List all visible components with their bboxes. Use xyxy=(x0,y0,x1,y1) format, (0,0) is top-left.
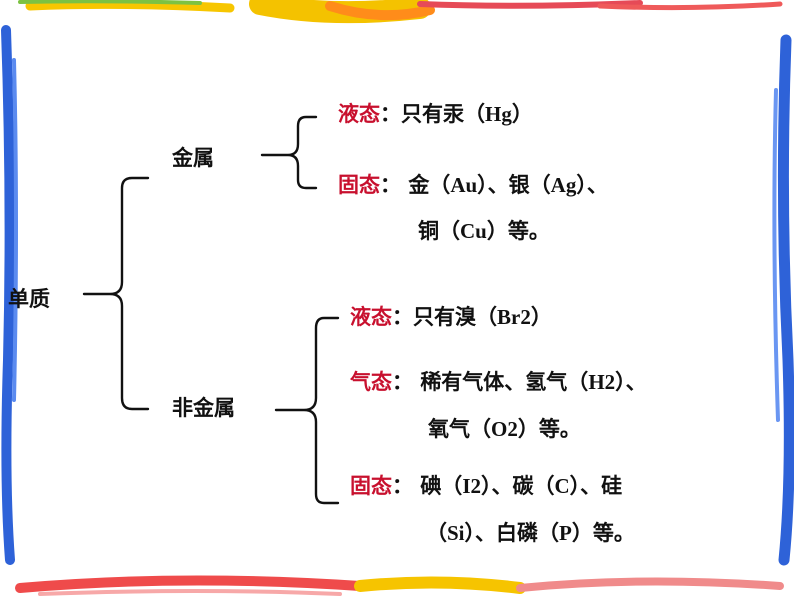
state-label-liquid: 液态 xyxy=(350,305,392,329)
chemical-formula: Br2 xyxy=(497,305,531,329)
separator: ： xyxy=(380,102,401,126)
item-text: ）等。 xyxy=(517,417,581,441)
metal-solid-line2: 铜（Cu）等。 xyxy=(418,218,550,244)
item-text: ） xyxy=(530,305,552,329)
metal-solid-row: 固态： 金（Au）、银（Ag）、 xyxy=(338,172,608,198)
item-text: （ xyxy=(426,521,447,545)
nonmetal-gas-line2: 氧气（O2）等。 xyxy=(428,416,581,442)
separator: ： xyxy=(380,173,401,197)
chemical-formula: Ag xyxy=(550,173,577,197)
item-text: 只有溴（ xyxy=(413,305,497,329)
state-label-liquid: 液态 xyxy=(338,102,380,126)
root-brace xyxy=(82,176,150,411)
chemical-formula: Au xyxy=(450,173,478,197)
item-text: ）等。 xyxy=(486,219,550,243)
chemical-formula: C xyxy=(554,474,570,498)
nonmetal-gas-line1: 稀有气体、氢气（H2）、 xyxy=(413,370,647,394)
item-text: ）、 xyxy=(576,173,608,197)
chemical-formula: I2 xyxy=(462,474,481,498)
item-text: ）、硅 xyxy=(569,474,623,498)
item-text: ）、碳（ xyxy=(481,474,555,498)
state-label-solid: 固态 xyxy=(338,173,380,197)
metal-brace xyxy=(260,115,318,190)
state-label-gas: 气态 xyxy=(350,370,392,394)
chemical-formula: Si xyxy=(447,521,465,545)
nonmetal-liquid-row: 液态：只有溴（Br2） xyxy=(350,304,552,330)
nonmetal-solid-line1: 碘（I2）、碳（C）、硅 xyxy=(413,474,622,498)
chemical-formula: H2 xyxy=(588,370,616,394)
separator: ： xyxy=(392,370,413,394)
metal-solid-line1: 金（Au）、银（Ag）、 xyxy=(401,173,608,197)
chemical-formula: P xyxy=(559,521,572,545)
item-text: 稀有气体、氢气（ xyxy=(420,370,589,394)
nonmetal-label: 非金属 xyxy=(172,396,235,420)
item-text: ）等。 xyxy=(571,521,635,545)
separator: ： xyxy=(392,305,413,329)
item-text: ）、银（ xyxy=(477,173,551,197)
item-text: 只有汞（ xyxy=(401,102,485,126)
item-text: 氧气（ xyxy=(428,417,491,441)
item-text: 金（ xyxy=(408,173,451,197)
root-label: 单质 xyxy=(8,287,50,311)
metal-liquid-row: 液态：只有汞（Hg） xyxy=(338,101,533,127)
item-text: 铜（ xyxy=(418,219,460,243)
nonmetal-solid-row: 固态： 碘（I2）、碳（C）、硅 xyxy=(350,473,622,499)
separator: ： xyxy=(392,474,413,498)
state-label-solid: 固态 xyxy=(350,474,392,498)
nonmetal-gas-row: 气态： 稀有气体、氢气（H2）、 xyxy=(350,369,647,395)
metal-label: 金属 xyxy=(172,146,214,170)
item-text: ）、白磷（ xyxy=(464,521,560,545)
nonmetal-brace xyxy=(274,316,340,505)
item-text: ）、 xyxy=(615,370,647,394)
chemical-formula: O2 xyxy=(491,417,518,441)
item-text: ） xyxy=(511,102,533,126)
chemical-formula: Hg xyxy=(485,102,512,126)
nonmetal-solid-line2: （Si）、白磷（P）等。 xyxy=(426,520,635,546)
chemical-formula: Cu xyxy=(460,219,487,243)
item-text: 碘（ xyxy=(420,474,463,498)
